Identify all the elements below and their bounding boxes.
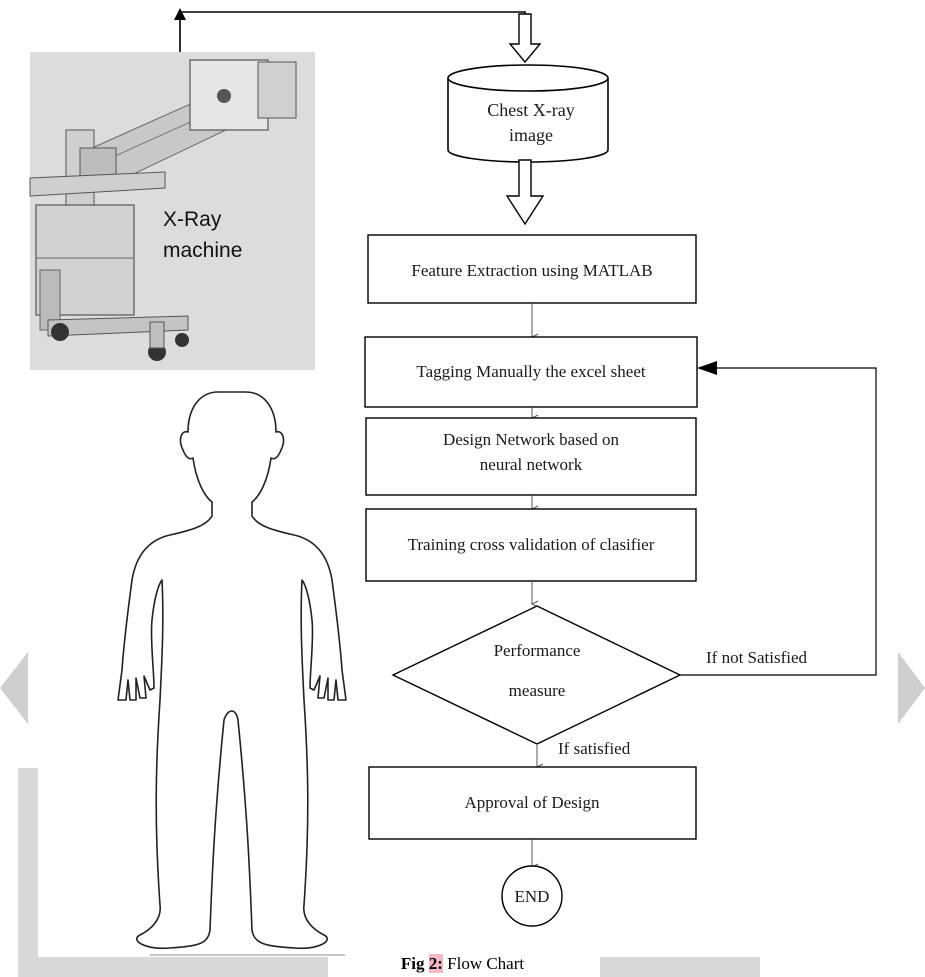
caption-prefix: Fig — [400, 954, 425, 973]
design-network-label-line1: Design Network based on — [443, 430, 620, 449]
xray-label-line2: machine — [163, 239, 242, 262]
decision-label-line1: Performance — [494, 641, 581, 660]
edge-satisfied-label: If satisfied — [558, 739, 631, 758]
approval-node: Approval of Design — [368, 766, 697, 840]
training-label: Training cross validation of clasifier — [408, 535, 655, 554]
feedback-loop-edge: If not Satisfied — [680, 361, 877, 676]
figure-caption: Fig 2: Flow Chart — [0, 954, 925, 974]
feature-extraction-label: Feature Extraction using MATLAB — [411, 261, 652, 280]
xray-machine-illustration: X-Ray machine — [29, 52, 315, 370]
edge-not-satisfied-label: If not Satisfied — [706, 648, 808, 667]
input-label-line2: image — [509, 125, 553, 145]
caption-number: 2: — [428, 954, 443, 973]
background-decoration — [0, 652, 925, 977]
hollow-arrow-input — [505, 159, 545, 226]
tagging-label: Tagging Manually the excel sheet — [416, 362, 645, 381]
performance-decision-node: Performance measure — [391, 605, 682, 745]
training-node: Training cross validation of clasifier — [365, 508, 697, 582]
approval-label: Approval of Design — [464, 793, 600, 812]
end-label: END — [515, 887, 550, 906]
machine-to-image-connector — [174, 8, 542, 64]
input-cylinder-node: Chest X-ray image — [447, 64, 609, 163]
caption-text: Flow Chart — [447, 954, 525, 973]
tagging-node: Tagging Manually the excel sheet — [364, 336, 698, 408]
human-silhouette-illustration — [117, 391, 347, 956]
design-network-label-line2: neural network — [480, 455, 583, 474]
feature-extraction-node: Feature Extraction using MATLAB — [367, 234, 697, 304]
decision-label-line2: measure — [509, 681, 566, 700]
end-node: END — [501, 865, 563, 927]
design-network-node: Design Network based on neural network — [365, 417, 697, 496]
xray-label-line1: X-Ray — [163, 208, 222, 231]
input-label-line1: Chest X-ray — [487, 100, 574, 120]
